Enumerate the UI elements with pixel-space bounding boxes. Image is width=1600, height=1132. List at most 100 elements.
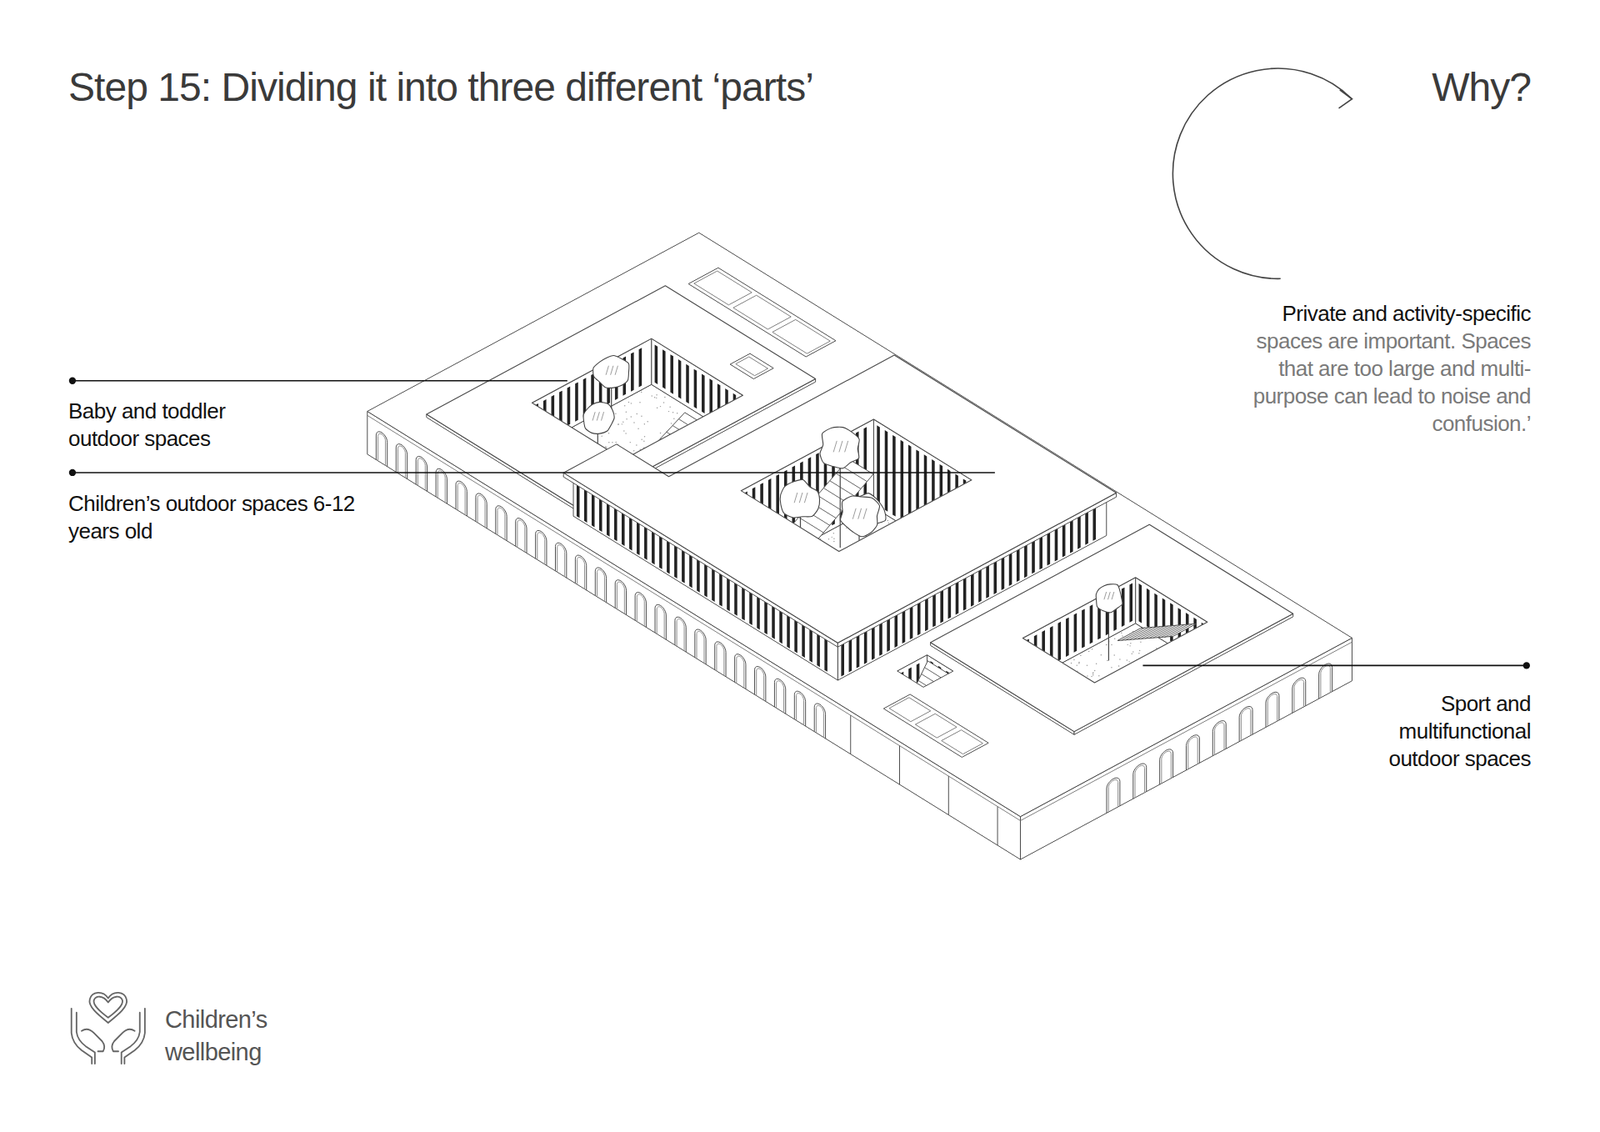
gravel-dot [625, 418, 627, 420]
stair-step [924, 667, 947, 682]
gravel-dot [711, 445, 713, 447]
arch-opening [756, 668, 765, 700]
arch-opening [415, 455, 427, 491]
gravel-dot [1091, 648, 1093, 650]
gravel-dot [633, 450, 635, 451]
gravel-dot [622, 420, 624, 422]
arch-opening [635, 592, 646, 628]
hand-left [71, 1008, 105, 1064]
window-mullion [1121, 587, 1125, 627]
stair-step [918, 680, 941, 695]
gravel-dot [916, 713, 918, 715]
window-mullion [1129, 583, 1133, 623]
gravel-dot [621, 423, 623, 425]
window-mullion [655, 344, 659, 384]
gravel-dot [611, 441, 613, 443]
arch-opening [814, 703, 825, 739]
gravel-dot [656, 406, 658, 408]
gravel-dot [726, 432, 728, 434]
arch-opening [597, 569, 605, 601]
why-arrow [1172, 68, 1352, 279]
note-lead: Private and activity-specific [1282, 300, 1531, 328]
courtyard [897, 655, 954, 730]
stair-opening [897, 655, 954, 688]
gravel-dot [1129, 645, 1130, 646]
window-mullion [876, 425, 880, 507]
arrow-arc [1172, 68, 1352, 279]
leader-dots [69, 377, 1530, 670]
gravel-dot [655, 397, 657, 399]
arch-opening [455, 480, 467, 516]
skylight-pane [889, 697, 931, 722]
arch-opening [615, 580, 626, 615]
gravel-dot [924, 698, 925, 700]
section-heading: Why? [1431, 64, 1531, 110]
window-mullion [567, 386, 571, 426]
gravel-dot [630, 415, 632, 417]
arch-opening [535, 530, 547, 565]
gravel-dot [721, 445, 723, 447]
arch-opening [774, 678, 785, 714]
window-mullion [1057, 621, 1061, 661]
glazing-mullion [997, 806, 999, 846]
stair-step [911, 693, 935, 708]
arch-opening [676, 619, 685, 651]
gravel-dot [1187, 675, 1189, 677]
tree-trunk [840, 461, 841, 548]
tree-branch [1104, 591, 1107, 600]
hand-outline [124, 1008, 145, 1064]
arch-opening [437, 470, 445, 503]
arch-opening [577, 556, 585, 589]
arch-opening [575, 555, 586, 590]
gravel-dot [1092, 672, 1094, 674]
arch-opening [557, 545, 565, 577]
gravel-dot [1167, 686, 1169, 688]
arch-opening [1188, 736, 1198, 770]
arch-opening [537, 532, 545, 565]
heart-inner [94, 996, 124, 1018]
callout-label: Sport and multifunctional outdoor spaces [1347, 690, 1531, 773]
gravel-dot [685, 455, 687, 457]
arch-opening [1319, 663, 1333, 699]
arch-opening [695, 629, 706, 665]
arch-opening [477, 495, 485, 527]
gravel-dot [1080, 655, 1081, 656]
window-mullion [1065, 617, 1070, 657]
gravel-dot [1092, 671, 1094, 673]
gravel-dot [1090, 675, 1092, 677]
gravel-dot [1105, 644, 1107, 645]
gravel-dot [916, 723, 918, 725]
leader-lines [73, 380, 1525, 666]
gravel-dot [691, 454, 693, 455]
gravel-dot [1115, 715, 1117, 716]
building-axonometric [367, 232, 1353, 860]
gravel-dot [1113, 654, 1115, 655]
skylight-pane [733, 295, 791, 330]
courtyard-floor [897, 697, 954, 730]
gravel-dot [615, 441, 616, 443]
gravel-dot [707, 445, 709, 446]
hand-outline [121, 1012, 140, 1064]
logo-caption: Children’s wellbeing [165, 1003, 299, 1069]
gravel-dot [930, 714, 932, 715]
skylight-pane [772, 319, 830, 354]
gravel-dot [1119, 658, 1120, 660]
leader-dot [69, 377, 76, 385]
gravel-dot [1070, 662, 1072, 664]
stair-flight [902, 660, 950, 727]
gravel-dot [887, 520, 889, 521]
gravel-dot [1140, 699, 1142, 700]
tree-branch [615, 365, 618, 375]
stair-step [1153, 625, 1177, 638]
gravel-dot [600, 435, 602, 436]
gravel-dot [640, 438, 642, 440]
gravel-dot [1106, 660, 1108, 661]
skylight-pane [941, 730, 984, 755]
arch-opening [715, 641, 726, 677]
gravel-dot [1126, 644, 1128, 645]
hand-outline [71, 1008, 92, 1064]
gravel-dot [644, 423, 645, 425]
gravel-dot [1126, 659, 1128, 660]
arch-opening [796, 693, 805, 725]
gravel-dot [705, 446, 706, 448]
